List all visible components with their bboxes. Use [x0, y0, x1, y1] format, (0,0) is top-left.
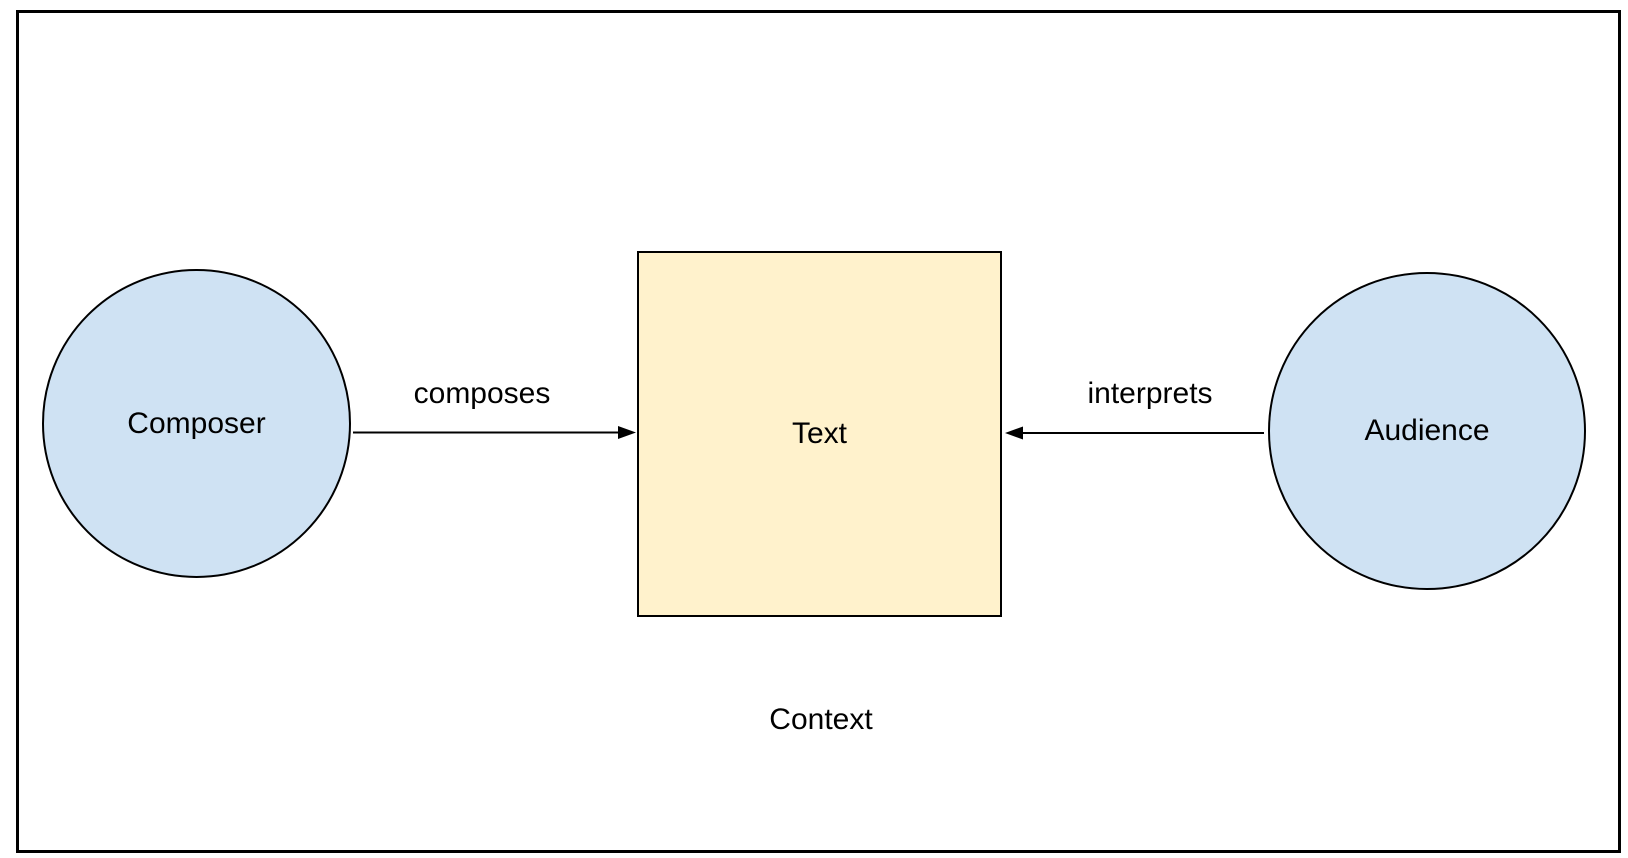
context-frame: [16, 10, 1621, 853]
composes-edge-label: composes: [413, 377, 551, 410]
composer-node-label: Composer: [127, 406, 266, 440]
audience-node: Audience: [1268, 272, 1586, 590]
text-node: Text: [637, 251, 1002, 617]
context-label: Context: [769, 703, 873, 736]
composer-node: Composer: [42, 269, 351, 578]
text-node-label: Text: [791, 417, 848, 450]
interprets-edge-label: interprets: [1087, 377, 1213, 410]
audience-node-label: Audience: [1364, 414, 1490, 447]
